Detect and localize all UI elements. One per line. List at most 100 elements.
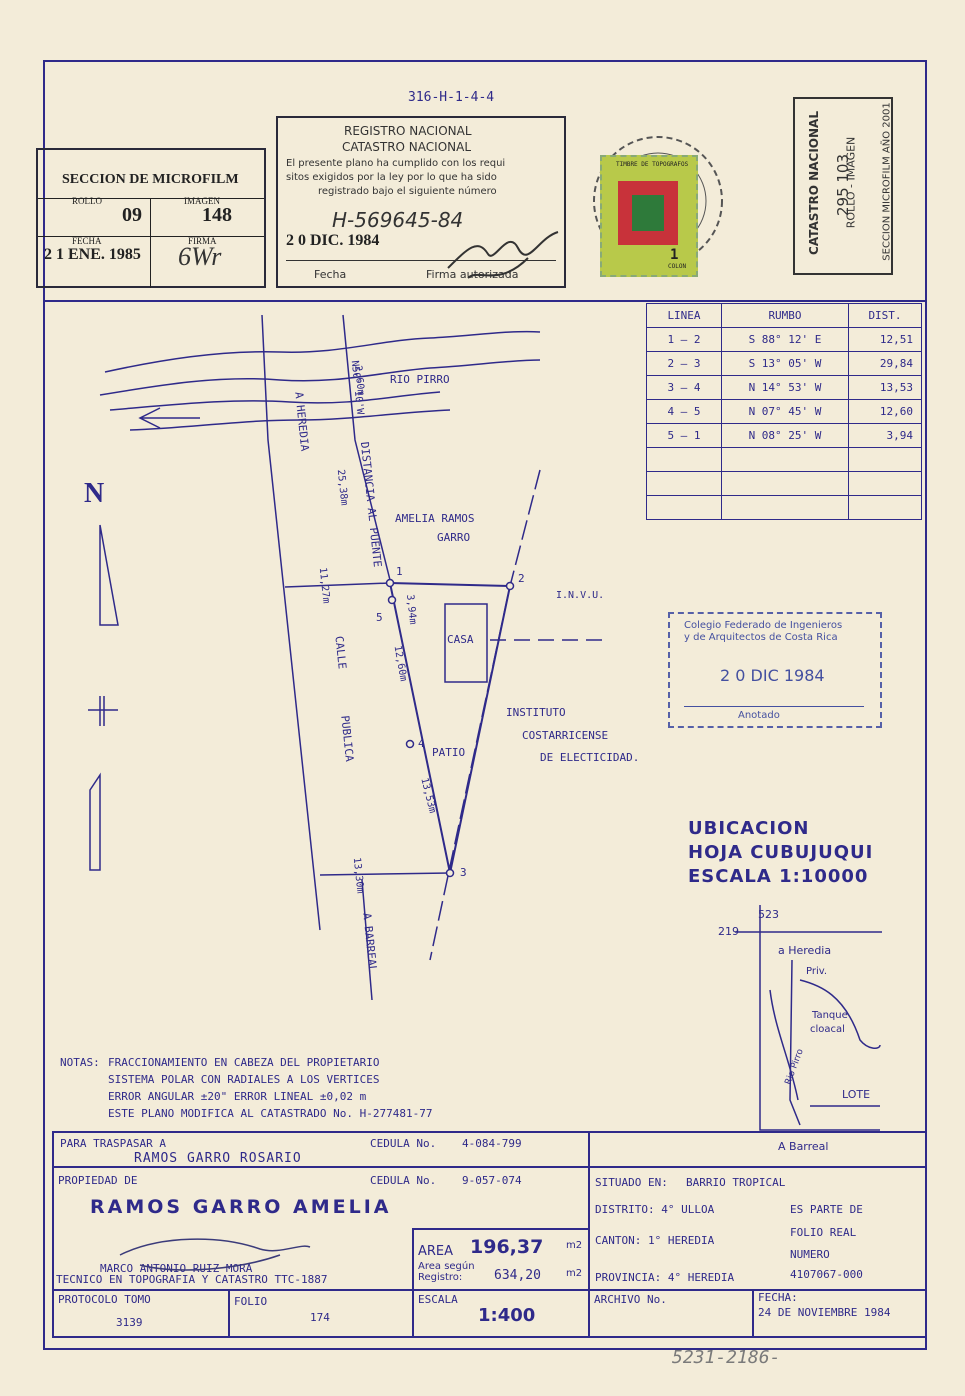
colegio-fecha: 2 0 DIC 1984: [720, 666, 825, 685]
title-block: [52, 1131, 927, 1338]
table-cell: 4 – 5: [646, 399, 722, 424]
table-header: DIST.: [848, 303, 922, 328]
instituto-label-2: COSTARRICENSE: [522, 729, 609, 742]
sheet-border: [43, 60, 927, 1350]
vertex-label-1: 1: [396, 565, 403, 578]
title-vline-folio: [228, 1289, 230, 1338]
situado-value: BARRIO TROPICAL: [686, 1176, 786, 1189]
footer-code: 5231-2186-: [672, 1347, 781, 1368]
colegio-line1: Colegio Federado de Ingenieros: [684, 620, 843, 631]
fecha-value-bottom: 24 DE NOVIEMBRE 1984: [758, 1306, 891, 1319]
traspasar-label: PARA TRASPASAR A: [60, 1137, 166, 1150]
casa-label: CASA: [447, 633, 474, 646]
width-line-top: [284, 582, 391, 588]
invu-label: I.N.V.U.: [556, 590, 605, 601]
north-symbol: [88, 696, 118, 726]
notas-line1: FRACCIONAMIENTO EN CABEZA DEL PROPIETARI…: [108, 1056, 380, 1069]
table-row: [646, 447, 922, 472]
table-cell: 3,94: [848, 423, 922, 448]
ubicacion-escala: ESCALA 1:10000: [688, 866, 869, 887]
ubicacion-river: [769, 989, 799, 1101]
notas-label: NOTAS:: [60, 1056, 100, 1069]
microfilm-title: SECCION DE MICROFILM: [62, 172, 239, 187]
river-bank: [99, 359, 541, 396]
colegio-anotado: Anotado: [738, 710, 780, 721]
river-arrow: [138, 407, 200, 429]
registro-numero: H-569645-84: [332, 208, 464, 232]
road-edge-left: [261, 314, 321, 931]
area-unit: m2: [566, 1240, 583, 1251]
timbre-text: TIMBRE DE TOPOGRAFOS: [616, 161, 689, 168]
patio-label: PATIO: [432, 746, 466, 759]
colegio-line2: y de Arquitectos de Costa Rica: [684, 632, 838, 643]
propiedad-cedula: 9-057-074: [462, 1174, 522, 1187]
fecha-label: FECHA: [72, 236, 102, 246]
ubicacion-road: [789, 959, 801, 1126]
registro-stamp: REGISTRO NACIONAL CATASTRO NACIONAL El p…: [276, 116, 566, 288]
microfilm-stamp: SECCION DE MICROFILM ROLLO IMAGEN 09 148…: [36, 148, 266, 288]
ubicacion-a-heredia: a Heredia: [778, 944, 832, 957]
escala-value: 1:400: [478, 1305, 536, 1326]
colegio-sign-line: [684, 706, 864, 707]
north-label: N: [84, 478, 105, 509]
timbre-unit: COLON: [668, 263, 687, 270]
vertex-label-5: 5: [376, 611, 383, 624]
registro-area-value: 634,20: [494, 1268, 541, 1283]
traspasar-cedula: 4-084-799: [462, 1137, 522, 1150]
ubicacion-road: [799, 979, 881, 1050]
instituto-label-3: DE ELECTICIDAD.: [540, 751, 640, 764]
imagen-value: 148: [202, 204, 232, 226]
notas-line4: ESTE PLANO MODIFICA AL CATASTRADO No. H-…: [108, 1107, 433, 1120]
propiedad-label: PROPIEDAD DE: [58, 1174, 138, 1187]
notas-line2: SISTEMA POLAR CON RADIALES A LOS VERTICE…: [108, 1073, 380, 1086]
microfilm-fecha: 2 1 ENE. 1985: [44, 246, 141, 263]
ubicacion-hoja: HOJA CUBUJUQUI: [688, 842, 874, 863]
vertex-5: [387, 595, 397, 605]
fecha-label-bottom: FECHA:: [758, 1291, 798, 1304]
road-edge-lower: [361, 879, 373, 1001]
instituto-label-1: INSTITUTO: [506, 706, 566, 719]
protocolo-value: 3139: [116, 1316, 143, 1329]
imagen-label: IMAGEN: [184, 196, 220, 206]
propiedad-nombre: RAMOS GARRO AMELIA: [90, 1196, 392, 1218]
registro-line5: registrado bajo el siguiente número: [318, 186, 497, 197]
registro-sign-line: [286, 260, 556, 261]
table-cell: N 08° 25' W: [721, 423, 849, 448]
title-vline: [588, 1131, 590, 1168]
parcel-boundary: [388, 581, 512, 874]
vertex-label-4: 4: [418, 737, 425, 750]
registro-area-label-2: Registro:: [418, 1272, 463, 1283]
table-cell: 13,53: [848, 375, 922, 400]
canton: CANTON: 1° HEREDIA: [595, 1234, 715, 1247]
table-header: RUMBO: [721, 303, 849, 328]
table-cell: 12,51: [848, 327, 922, 352]
registro-signature: [447, 231, 559, 279]
catastro-vertical-stamp: [793, 97, 893, 275]
table-row: [646, 495, 922, 520]
top-code: 316-H-1-4-4: [408, 90, 495, 105]
vertex-1: [385, 578, 395, 588]
area-value: 196,37: [470, 1236, 544, 1258]
traspasar-nombre: RAMOS GARRO ROSARIO: [134, 1151, 302, 1166]
ubicacion-tanque: Tanque: [812, 1010, 848, 1021]
microfilm-firma: 6Wr: [178, 242, 222, 271]
tecnico-name: MARCO ANTONIO RUIZ MORA: [100, 1262, 253, 1275]
folio-value: 174: [310, 1311, 330, 1324]
vertex-4: [405, 739, 415, 749]
table-cell: [721, 495, 849, 520]
registro-line2: CATASTRO NACIONAL: [342, 140, 472, 154]
header-divider: [43, 300, 927, 302]
north-lower: [89, 772, 101, 871]
rollo-label: ROLLO: [72, 196, 102, 206]
colegio-stamp: Colegio Federado de Ingenieros y de Arqu…: [668, 612, 882, 728]
es-parte-de: ES PARTE DE: [790, 1203, 863, 1216]
table-header-row: LINEA RUMBO DIST.: [646, 303, 922, 328]
notas-line3: ERROR ANGULAR ±20" ERROR LINEAL ±0,02 m: [108, 1090, 367, 1103]
tecnico-title: TECNICO EN TOPOGRAFIA Y CATASTRO TTC-188…: [56, 1273, 328, 1286]
tecnico-signature: [119, 1238, 311, 1271]
registro-fecha: 2 0 DIC. 1984: [286, 232, 380, 249]
